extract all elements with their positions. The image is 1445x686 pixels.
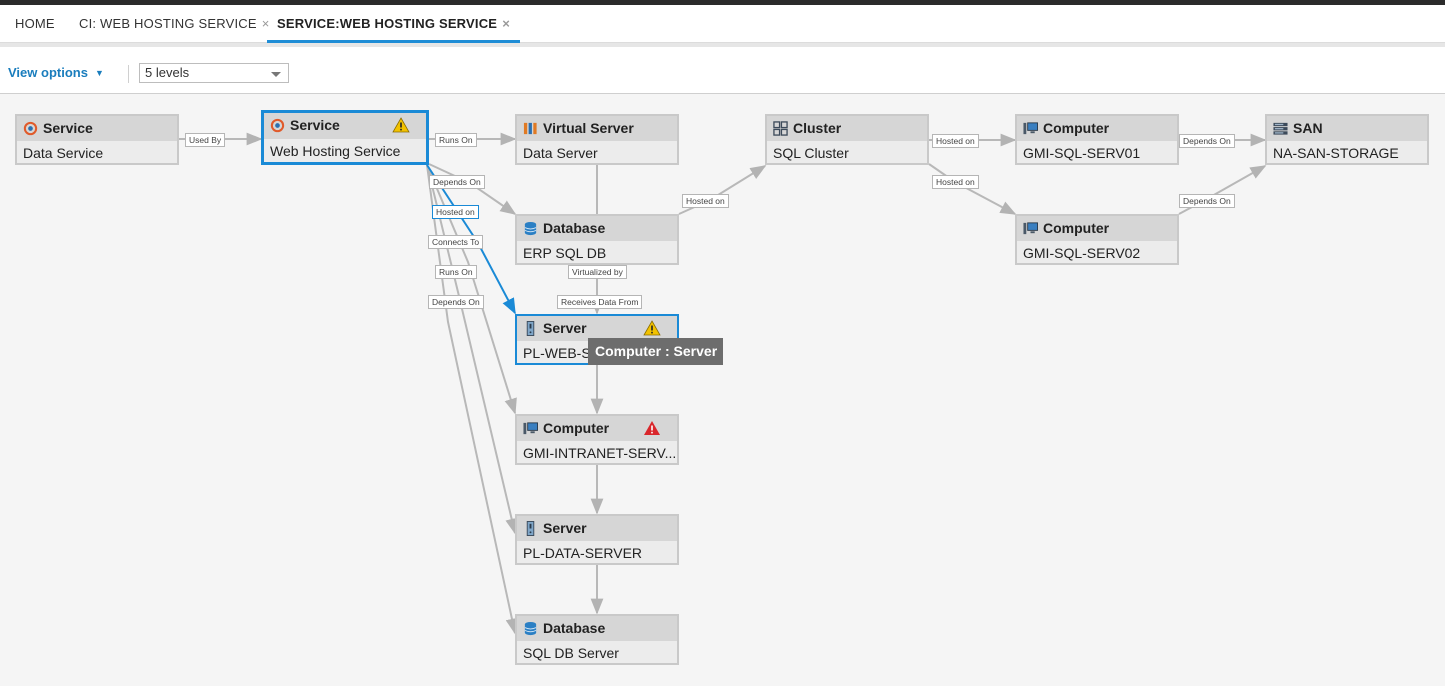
edge-label-connects-to: Connects To [428,235,484,249]
edge-label-hosted-on-highlighted: Hosted on [432,205,479,219]
edge-cluster-hosted-on-computer2 [928,163,1017,215]
critical-alert-icon [644,421,660,435]
node-name: PL-DATA-SERVER [523,545,643,561]
edge-label-hosted-on: Hosted on [932,175,979,189]
node-header: Service [17,116,177,141]
edge-service-runs-on-data-server [426,164,518,535]
tab-bar: HOME CI: WEB HOSTING SERVICE × SERVICE:WE… [0,5,1445,43]
server-icon [526,321,535,336]
edge-label-virtualized-by: Virtualized by [568,265,627,279]
node-name: Data Server [523,145,598,161]
tab-home[interactable]: HOME [15,5,55,43]
node-header: SAN [1267,116,1427,141]
computer-icon [523,422,538,435]
node-name: GMI-SQL-SERV01 [1023,145,1141,161]
node-server-pl-data-server[interactable]: Server PL-DATA-SERVER [515,514,679,565]
view-options-button[interactable]: View options ▼ [8,65,104,80]
node-type: SAN [1293,120,1323,136]
san-icon [1273,122,1288,135]
node-database-sql-db-server[interactable]: Database SQL DB Server [515,614,679,665]
service-icon [270,118,285,133]
edge-label-runs-on: Runs On [435,265,477,279]
node-type: Server [543,520,587,536]
node-cluster-sql-cluster[interactable]: Cluster SQL Cluster [765,114,929,165]
warning-icon [392,117,410,133]
edge-label-used-by: Used By [185,133,226,147]
edge-label-depends-on: Depends On [429,175,485,189]
node-computer-gmi-intranet-server[interactable]: Computer GMI-INTRANET-SERV... [515,414,679,465]
computer-icon [1023,122,1038,135]
node-header: Database [517,216,677,241]
node-name: PL-WEB-S [523,345,591,361]
edge-label-hosted-on: Hosted on [932,134,979,148]
dropdown-arrow-icon [271,72,281,77]
levels-select[interactable]: 5 levels [139,63,289,83]
node-header: Computer [1017,116,1177,141]
node-computer-gmi-sql-serv02[interactable]: Computer GMI-SQL-SERV02 [1015,214,1179,265]
node-type: Virtual Server [543,120,634,136]
node-header: Server [517,516,677,541]
service-icon [23,121,38,136]
node-type: Service [43,120,93,136]
node-type: Computer [1043,120,1110,136]
node-header: Virtual Server [517,116,677,141]
edge-label-depends-on: Depends On [428,295,484,309]
node-header: Service [264,113,426,139]
node-type: Database [543,220,606,236]
server-icon [526,521,535,536]
node-name: Data Service [23,145,104,161]
node-type: Cluster [793,120,842,136]
node-name: ERP SQL DB [523,245,607,261]
warning-icon [643,320,661,336]
virtual-server-icon [523,122,537,135]
edge-label-depends-on: Depends On [1179,134,1235,148]
node-computer-gmi-sql-serv01[interactable]: Computer GMI-SQL-SERV01 [1015,114,1179,165]
node-virtual-server-data-server[interactable]: Virtual Server Data Server [515,114,679,165]
node-type: Service [290,117,340,133]
close-icon[interactable]: × [261,16,270,31]
edge-label-runs-on: Runs On [435,133,477,147]
node-name: NA-SAN-STORAGE [1273,145,1399,161]
node-type: Server [543,320,587,336]
node-header: Computer [517,416,677,441]
toolbar: View options ▼ 5 levels [0,47,1445,94]
node-header: Server [517,316,677,341]
close-icon[interactable]: × [502,16,510,31]
caret-down-icon: ▼ [94,68,104,78]
node-name: SQL DB Server [523,645,619,661]
edge-service-connects-to-computer [426,164,517,415]
node-service-web-hosting-service[interactable]: Service Web Hosting Service [261,110,429,165]
node-type: Computer [543,420,610,436]
node-database-erp-sql-db[interactable]: Database ERP SQL DB [515,214,679,265]
tab-home-label: HOME [15,16,55,31]
node-service-data-service[interactable]: Service Data Service [15,114,179,165]
database-icon [524,221,537,236]
tab-service-label: SERVICE:WEB HOSTING SERVICE [277,16,498,31]
node-header: Database [517,616,677,641]
edge-label-hosted-on: Hosted on [682,194,729,208]
node-name: GMI-INTRANET-SERV... [523,445,677,461]
node-header: Cluster [767,116,927,141]
node-name: GMI-SQL-SERV02 [1023,245,1141,261]
edge-label-receives-data-from: Receives Data From [557,295,643,309]
node-name: SQL Cluster [773,145,849,161]
levels-select-value: 5 levels [145,65,190,80]
tab-ci-label: CI: WEB HOSTING SERVICE [79,16,257,31]
edge-label-depends-on: Depends On [1179,194,1235,208]
node-header: Computer [1017,216,1177,241]
database-icon [524,621,537,636]
app-top-bar [0,0,1445,5]
cluster-icon [773,121,788,136]
node-type: Computer [1043,220,1110,236]
tab-ci-web-hosting-service[interactable]: CI: WEB HOSTING SERVICE × [79,5,270,43]
tab-service-web-hosting-service[interactable]: SERVICE:WEB HOSTING SERVICE × [267,5,520,43]
toolbar-separator [128,65,129,83]
view-options-label: View options [8,65,88,80]
computer-icon [1023,222,1038,235]
node-san-na-san-storage[interactable]: SAN NA-SAN-STORAGE [1265,114,1429,165]
node-name: Web Hosting Service [270,143,401,159]
node-tooltip: Computer : Server [588,338,723,365]
node-type: Database [543,620,606,636]
tab-bar-divider [0,43,1445,47]
